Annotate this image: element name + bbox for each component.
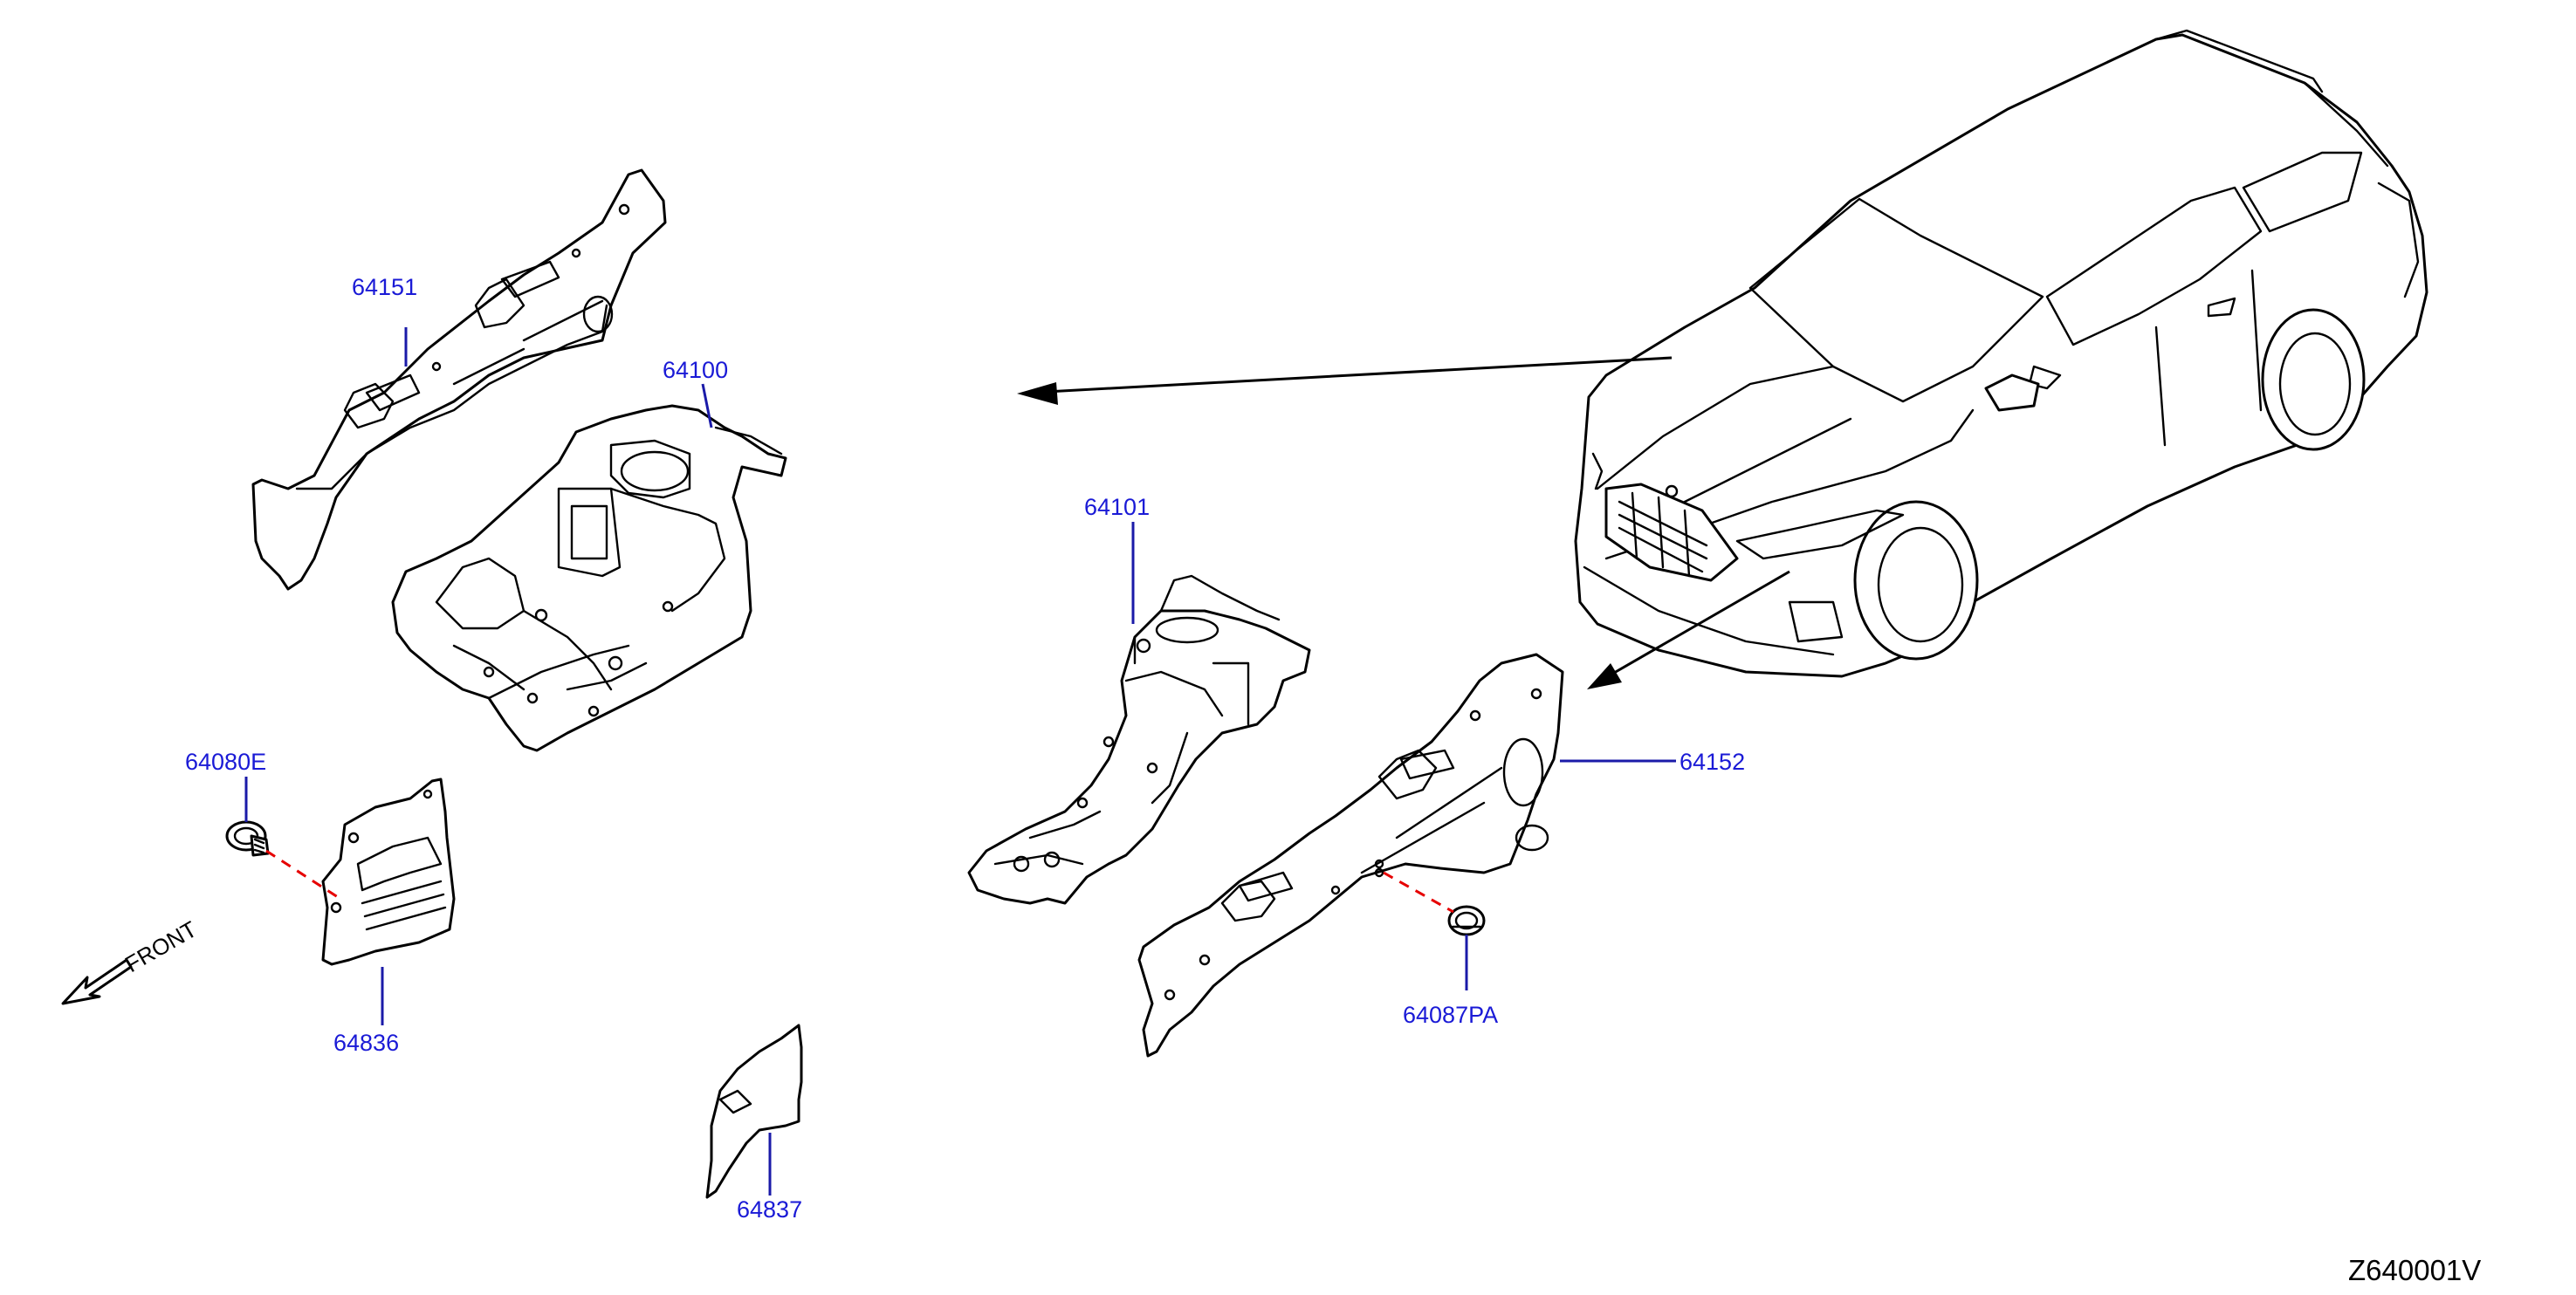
part-64101-drawing — [967, 574, 1311, 905]
label-64100[interactable]: 64100 — [663, 357, 728, 383]
location-arrows — [1017, 356, 1790, 689]
front-direction-indicator: FRONT — [61, 915, 202, 1005]
arrow-head-down — [1587, 663, 1622, 689]
connector-64080E — [265, 849, 341, 901]
label-64087PA[interactable]: 64087PA — [1403, 1002, 1498, 1028]
front-label: FRONT — [120, 915, 202, 977]
part-64080E-drawing — [225, 820, 270, 857]
leader-64100 — [701, 383, 713, 428]
arrow-head-left — [1017, 382, 1058, 405]
part-64100-drawing — [391, 404, 787, 752]
reference-code: Z640001V — [2348, 1254, 2481, 1286]
label-64101[interactable]: 64101 — [1084, 494, 1150, 520]
dashed-connectors — [265, 849, 1454, 914]
label-64080E[interactable]: 64080E — [185, 749, 266, 775]
part-64152-drawing — [1137, 653, 1564, 1058]
leader-lines — [244, 327, 1676, 1196]
label-64836[interactable]: 64836 — [333, 1030, 399, 1056]
vehicle-illustration — [1574, 29, 2428, 678]
part-64151-drawing — [251, 168, 667, 591]
part-64087PA-drawing — [1447, 905, 1486, 936]
part-64836-drawing — [321, 778, 456, 966]
part-64837-drawing — [705, 1024, 803, 1199]
label-64837[interactable]: 64837 — [737, 1196, 802, 1223]
label-64151[interactable]: 64151 — [352, 274, 417, 300]
connector-64087PA — [1383, 871, 1454, 914]
part-labels: 64151 64100 64080E 64836 64837 64101 641… — [185, 274, 1745, 1223]
label-64152[interactable]: 64152 — [1680, 749, 1745, 775]
